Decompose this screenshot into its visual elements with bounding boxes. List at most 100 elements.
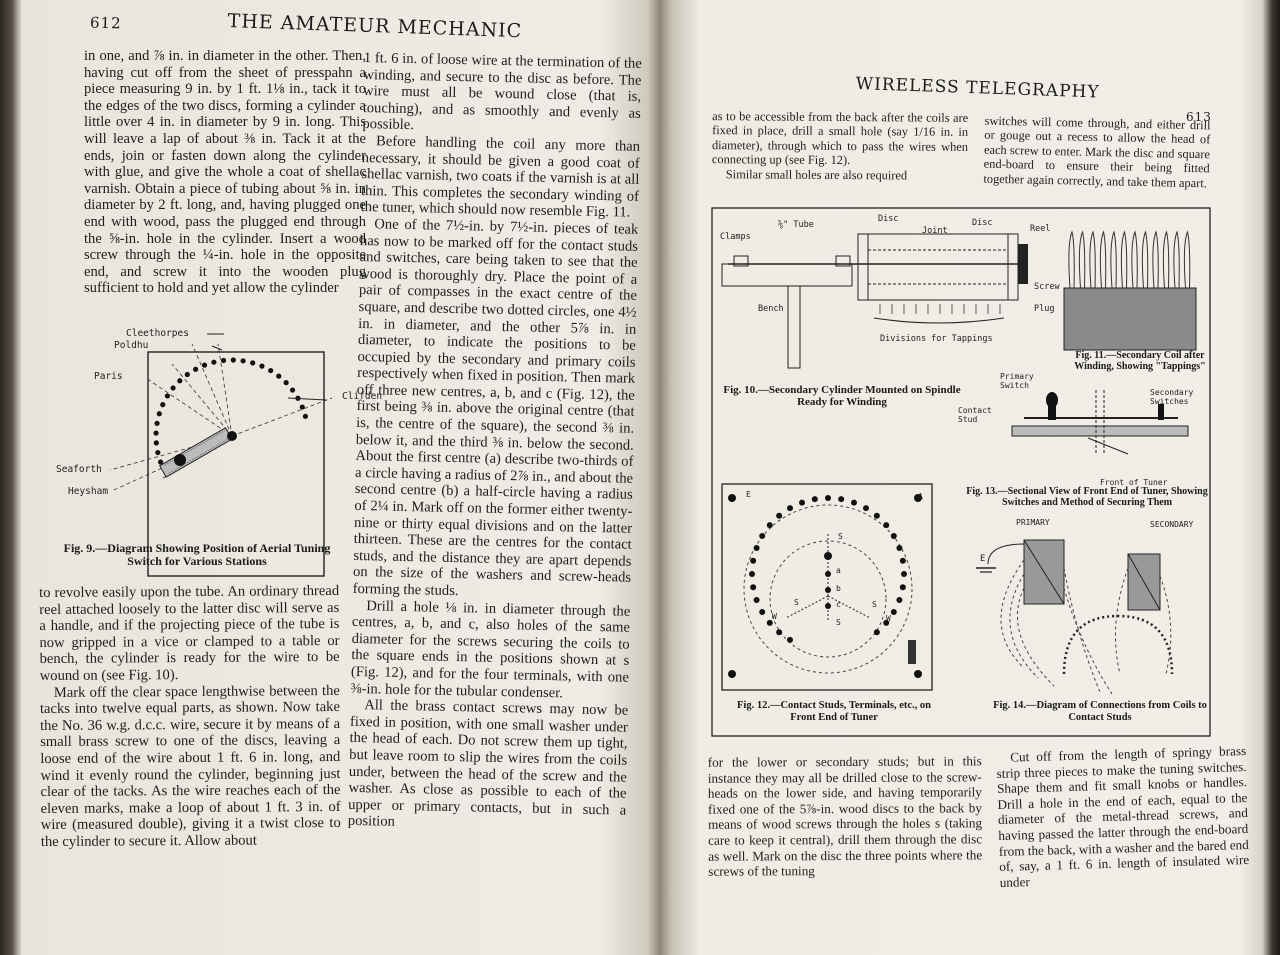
contact-stud-dot xyxy=(899,584,906,591)
fig12-label-e: E xyxy=(746,490,751,499)
paragraph: One of the 7½-in. by 7½-in. pieces of te… xyxy=(352,216,639,600)
fig13-section-drawing xyxy=(1011,390,1189,455)
fig10-caption: Fig. 10.—Secondary Cylinder Mounted on S… xyxy=(723,384,961,408)
contact-stud-dot xyxy=(283,380,289,386)
contact-stud-dot xyxy=(250,360,256,366)
left-page: 612 THE AMATEUR MECHANIC in one, and ⅞ i… xyxy=(39,10,642,851)
contact-stud-dot xyxy=(776,512,783,519)
fig13-caption: Fig. 13.—Sectional View of Front End of … xyxy=(966,486,1208,508)
contact-stud-dot xyxy=(787,636,793,643)
fig10-cylinder-drawing xyxy=(721,233,1028,369)
page-number-left: 612 xyxy=(89,13,122,33)
label-paris: Paris xyxy=(94,371,123,382)
fig12-caption: Fig. 12.—Contact Studs, Terminals, etc.,… xyxy=(737,700,931,723)
contact-stud-dot xyxy=(157,459,164,465)
contact-stud-dot xyxy=(799,499,806,506)
contact-stud-dot xyxy=(156,411,162,417)
tapping-loop xyxy=(1099,230,1107,289)
fig12-label-a-terminal: A xyxy=(918,492,923,501)
contact-stud-dot xyxy=(153,430,159,436)
contact-stud-dot xyxy=(276,373,282,379)
label-poldhu: Poldhu xyxy=(114,340,149,351)
label-clifden: Clifden xyxy=(342,391,383,402)
fig10-label-plug: Plug xyxy=(1034,304,1055,314)
contact-stud-dot xyxy=(873,629,880,636)
paragraph: Before handling the coil any more than n… xyxy=(360,133,641,221)
paragraph: 1 ft. 6 in. of loose wire at the termina… xyxy=(362,50,642,134)
paragraph: Cut off from the length of springy brass… xyxy=(996,743,1250,890)
contact-stud-dot xyxy=(901,571,907,577)
fig12-label-s-bottom: S xyxy=(836,618,841,627)
contact-stud-dot xyxy=(890,609,897,615)
tapping-loop xyxy=(1173,230,1180,289)
fig12-label-s-top: S xyxy=(838,532,843,541)
fig12-label-w-left: W xyxy=(772,612,777,621)
left-column2-text: 1 ft. 6 in. of loose wire at the termina… xyxy=(348,50,642,836)
contact-stud-dot xyxy=(153,440,159,446)
contact-stud-dot xyxy=(825,495,831,501)
tapping-loop xyxy=(1089,230,1096,289)
running-head-left: THE AMATEUR MECHANIC xyxy=(227,10,523,43)
paragraph: Drill a hole ⅛ in. in diameter through t… xyxy=(350,597,631,701)
tapping-loop xyxy=(1078,230,1086,289)
fig12-label-s-right: S xyxy=(872,600,877,609)
contact-stud-dot xyxy=(838,496,845,503)
contact-stud-dot xyxy=(896,596,903,603)
contact-stud-dot xyxy=(749,571,755,577)
paragraph: to revolve easily upon the tube. An ordi… xyxy=(39,582,340,685)
left-column1-bottom-text: to revolve easily upon the tube. An ordi… xyxy=(39,583,341,851)
fig12-label-b: b xyxy=(836,584,841,593)
contact-stud-dot xyxy=(787,505,793,512)
contact-stud-dot xyxy=(766,619,773,626)
contact-stud-dot xyxy=(302,413,309,419)
contact-stud-dot xyxy=(759,609,766,615)
contact-stud-dot xyxy=(299,404,305,410)
fig12-contact-studs-drawing xyxy=(721,483,933,691)
tapping-loop xyxy=(1110,230,1117,289)
contact-stud-dot xyxy=(177,378,183,384)
label-seaforth: Seaforth xyxy=(56,464,102,475)
fig10-label-reel: Reel xyxy=(1030,224,1051,234)
contact-stud-dot xyxy=(164,393,171,399)
fig14-label-secondary: SECONDARY xyxy=(1150,520,1194,529)
right-column1-bottom-text: for the lower or secondary studs; but in… xyxy=(708,753,983,879)
fig12-label-s-left: S xyxy=(794,598,799,607)
fig13-label-front-of-tuner: Front of Tuner xyxy=(1100,478,1168,487)
contact-stud-dot xyxy=(873,512,880,519)
label-heysham: Heysham xyxy=(68,486,109,497)
fig10-label-divisions: Divisions for Tappings xyxy=(880,334,993,344)
contact-stud-dot xyxy=(160,402,166,408)
page-number-right: 613 xyxy=(1186,110,1212,124)
contact-stud-dot xyxy=(201,362,208,368)
fig12-label-c: c xyxy=(836,600,841,609)
tapping-loop xyxy=(1152,230,1159,289)
fig10-label-clamps: Clamps xyxy=(720,232,751,242)
tapping-loop xyxy=(1183,230,1191,289)
fig14-connections-drawing xyxy=(976,539,1174,695)
contact-stud-dot xyxy=(883,522,890,529)
fig13-label-contact-stud: Contact Stud xyxy=(958,406,992,424)
contact-stud-dot xyxy=(766,522,773,529)
fig12-label-w-right: W xyxy=(886,614,891,623)
contact-stud-dot xyxy=(240,358,246,364)
fig13-label-secondary-switches: Secondary Switches xyxy=(1150,388,1194,406)
contact-stud-dot xyxy=(230,357,236,363)
fig14-label-e: E xyxy=(980,554,986,564)
fig13-label-primary-switch: Primary Switch xyxy=(1000,372,1034,390)
contact-stud-dot xyxy=(776,629,783,636)
contact-stud-dot xyxy=(268,367,274,374)
contact-stud-dot xyxy=(750,557,757,564)
tapping-loop xyxy=(1162,230,1170,289)
contact-stud-dot xyxy=(184,371,190,378)
fig10-label-screw: Screw xyxy=(1034,282,1060,292)
contact-stud-dot xyxy=(170,385,176,391)
fig10-label-disc: Disc xyxy=(878,214,899,224)
contact-stud-dot xyxy=(883,619,890,626)
left-column1-top-text: in one, and ⅞ in. in diameter in the oth… xyxy=(84,48,366,297)
contact-stud-dot xyxy=(193,366,199,372)
right-column2-top-text: switches will come through, and either d… xyxy=(983,114,1210,191)
paragraph: switches will come through, and either d… xyxy=(983,113,1211,190)
tapping-loop xyxy=(1068,230,1075,289)
fig10-label-bench: Bench xyxy=(758,304,784,314)
